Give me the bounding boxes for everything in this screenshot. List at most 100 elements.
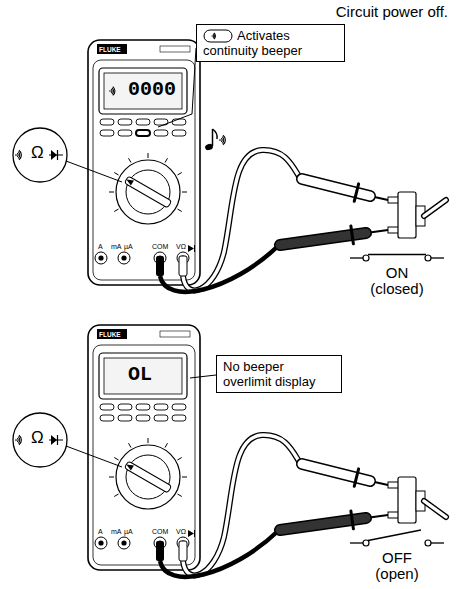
ohm-symbol: Ω [31,144,44,163]
toggle-lever [424,200,446,216]
meter-set [13,325,446,577]
dial-tick [109,477,114,478]
button-outline [204,30,232,42]
switch-terminal [388,512,399,518]
caption-text: Circuit power off. [336,4,448,21]
jack-label: µA [124,528,133,536]
ohm-symbol: Ω [31,429,44,448]
switch-state: ON (closed) [364,265,430,297]
switch-terminal [388,482,399,488]
button-beeper-wave [213,34,214,38]
toggle-switch-body [398,192,416,238]
lead-plug [156,256,164,276]
input-jack [95,537,107,549]
button [136,404,150,410]
diode-bar [57,150,58,160]
jack-label: COM [152,528,168,536]
button-beeper-wave [212,35,214,37]
brand-label: FLUKE [99,331,121,338]
toggle-switch-body [398,477,416,523]
dial-tick [114,173,118,176]
input-jack [118,537,130,549]
button [172,130,186,136]
display-beeper-icon-dot [109,90,111,92]
leader-line [66,446,122,467]
dial-tick [165,443,168,447]
button [136,119,150,125]
model-tag [160,331,190,337]
button [118,119,132,125]
meter-body [88,40,200,285]
dial-tick [182,192,187,193]
dial-tick [182,477,187,478]
beeper-icon-dot [15,439,17,441]
test-probe-grip [302,179,370,196]
button [100,130,114,136]
beeper-icon-wave [19,150,21,160]
dial-tick [148,153,149,158]
dial-grip [124,461,171,493]
diode-symbol [51,150,57,160]
dial-tick [129,158,132,162]
brand-label: FLUKE [99,46,121,53]
button [154,415,168,421]
button [172,119,186,125]
lead-plug [179,541,187,561]
schematic-wire [350,257,363,258]
beeper-icon-wave [17,153,19,157]
dial-pointer [124,176,171,208]
dial-pointer [124,461,171,493]
brand-tag [97,329,127,339]
meter-set [13,40,446,292]
button [100,404,114,410]
meter-panel [93,345,195,565]
display-window [104,73,182,109]
switch-terminal [388,197,399,203]
display-bezel [99,353,187,399]
leader-line [66,161,122,182]
switch-terminal [388,227,399,233]
button [118,130,132,136]
beeper-icon-dot [15,154,17,156]
sound-waves-wave [221,138,223,142]
dial-tick [177,494,181,497]
test-probe-grip [302,464,370,481]
test-probe-outline [302,464,370,481]
diode-symbol [188,530,194,537]
test-probe-black-guard [351,511,353,529]
dial-tick [177,209,181,212]
dial-grip [124,176,171,208]
beeper-button-icon [203,29,233,43]
button [118,404,132,410]
jack-hole [98,540,103,545]
jack-hole [121,255,126,260]
display-reading: 0000 [128,79,176,101]
music-note-stem [212,129,214,146]
beeper-icon-wave [17,438,19,442]
rotary-dial [116,445,180,509]
beeper-icon-wave [18,152,20,159]
dial-tick [165,158,168,162]
test-lead [183,435,300,575]
callout-text: Activates continuity beeper [203,28,338,58]
model-tag [160,46,190,52]
button [172,415,186,421]
display-beeper-icon-wave [113,87,115,96]
display-bezel [99,68,187,114]
meter-panel [93,60,195,280]
diode-symbol [188,245,194,252]
test-probe-guard [354,469,358,486]
test-probe-outline [302,179,370,196]
sound-waves-wave [223,135,225,145]
display-window [104,358,182,394]
dial-marker [125,462,134,471]
switch-blade [368,530,421,541]
schematic-wire [350,542,363,543]
display-beeper-icon-wave [111,89,113,93]
input-jack [118,252,130,264]
toggle-lever [424,501,446,517]
test-lead-black [160,531,278,577]
jack-label: VΩ [176,243,186,251]
test-lead-core [183,435,300,575]
button [136,130,150,136]
